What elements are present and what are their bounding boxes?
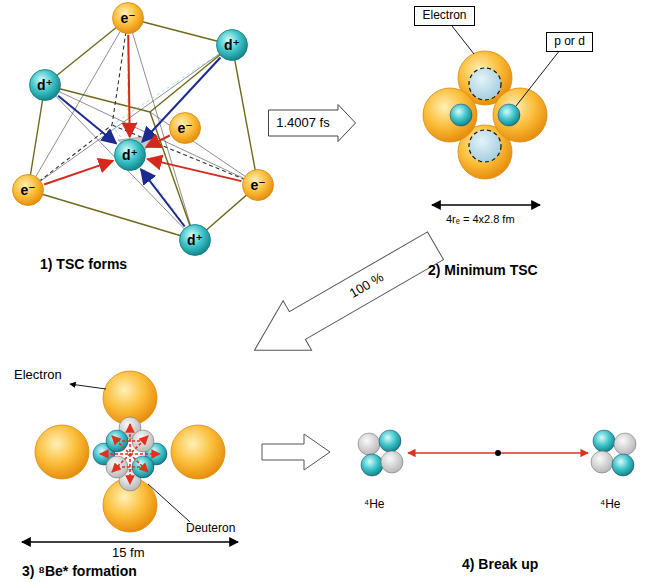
arrow-outline — [269, 105, 356, 142]
node-text: e⁻ — [120, 10, 135, 26]
particle-circle — [180, 225, 211, 256]
particle-circle — [115, 140, 146, 171]
cube-frame — [28, 18, 258, 240]
particle-circle — [30, 70, 61, 101]
particle: e⁻ — [112, 2, 144, 34]
particle-circle — [217, 30, 248, 61]
panel-caption: 1) TSC forms — [40, 256, 127, 272]
panel-caption: 4) Break up — [462, 556, 538, 572]
callout-box: Electron — [414, 6, 475, 26]
nucleus-label: ⁴He — [364, 498, 385, 512]
node-text: d⁺ — [37, 77, 53, 93]
particle-circle — [170, 113, 201, 144]
panel-caption: 3) ⁸Be* formation — [22, 563, 137, 579]
node-text: p or d — [554, 35, 585, 49]
callout-frame — [415, 7, 475, 26]
callout-box: p or d — [546, 32, 593, 52]
node-text: e⁻ — [20, 182, 35, 198]
dimension-label: 15 fm — [112, 546, 145, 561]
force-arrow — [148, 159, 242, 181]
particle-circle — [243, 170, 274, 201]
node-text: d⁺ — [187, 232, 203, 248]
particle-circle — [13, 175, 44, 206]
node-text: d⁺ — [122, 147, 138, 163]
dimension-label: 4rₑ = 4x2.8 fm — [446, 213, 515, 226]
part-label: Deuteron — [186, 522, 235, 536]
probability-arrow: 100 % — [240, 220, 451, 375]
particle: d⁺ — [179, 224, 211, 256]
particle: e⁻ — [242, 169, 274, 201]
force-arrow — [141, 169, 185, 226]
minimum-tsc-figure — [423, 26, 560, 205]
nucleus-label: ⁴He — [600, 498, 621, 512]
step-arrow — [262, 434, 330, 470]
node-text: 1.4007 fs — [276, 116, 330, 131]
callout-frame — [547, 33, 593, 52]
arrow-outline — [240, 221, 449, 375]
force-arrow — [128, 35, 129, 137]
particle: d⁺ — [114, 139, 146, 171]
node-shape — [240, 220, 451, 375]
be8-figure — [22, 371, 238, 542]
helium-figure — [358, 430, 636, 476]
force-arrow — [44, 161, 113, 185]
part-label: Electron — [14, 368, 62, 383]
particle: e⁻ — [169, 112, 201, 144]
particle-circle — [113, 3, 144, 34]
time-arrow: 1.4007 fs — [268, 104, 356, 142]
particle: d⁺ — [29, 69, 61, 101]
node-text: e⁻ — [177, 120, 192, 136]
force-arrow — [58, 96, 116, 144]
node-text: e⁻ — [250, 177, 265, 193]
node-text: d⁺ — [224, 37, 240, 53]
force-arrow — [142, 57, 220, 141]
particle: d⁺ — [216, 29, 248, 61]
particle: e⁻ — [12, 174, 44, 206]
force-arrow — [146, 135, 170, 147]
node-text: Electron — [422, 9, 466, 23]
panel-caption: 2) Minimum TSC — [428, 262, 538, 278]
